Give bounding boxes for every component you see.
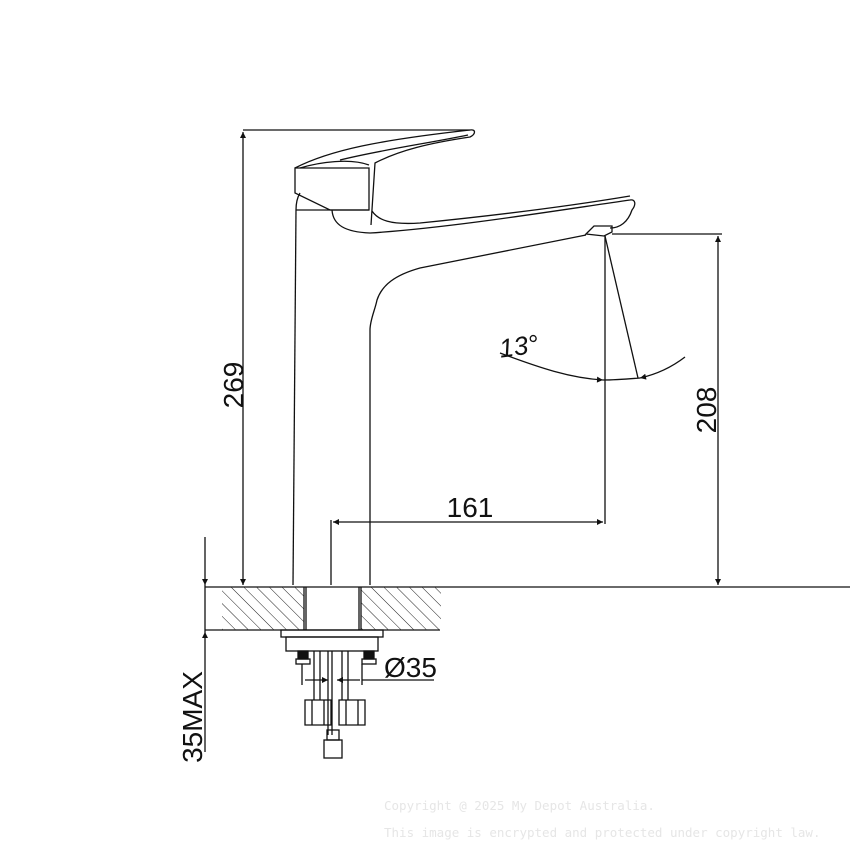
lever-handle (294, 129, 476, 226)
watermark-copyright: Copyright @ 2025 My Depot Australia. (384, 798, 655, 813)
label-hole-diameter: Ø35 (384, 652, 437, 683)
countertop-section (205, 586, 850, 631)
label-spout-height: 208 (691, 387, 722, 434)
label-spout-angle: 13° (497, 328, 540, 363)
watermark-protection-notice: This image is encrypted and protected un… (384, 825, 821, 840)
label-bench-thickness: 35MAX (177, 671, 208, 763)
dim-spout-angle (499, 235, 686, 383)
label-spout-reach: 161 (447, 492, 494, 523)
dim-overall-height (240, 129, 470, 585)
tap-body (292, 195, 636, 586)
underside-fittings (280, 629, 384, 759)
dim-spout-reach (330, 236, 606, 585)
dim-spout-height (612, 233, 722, 585)
dim-hole-diameter (301, 664, 434, 685)
label-overall-height: 269 (218, 362, 249, 409)
